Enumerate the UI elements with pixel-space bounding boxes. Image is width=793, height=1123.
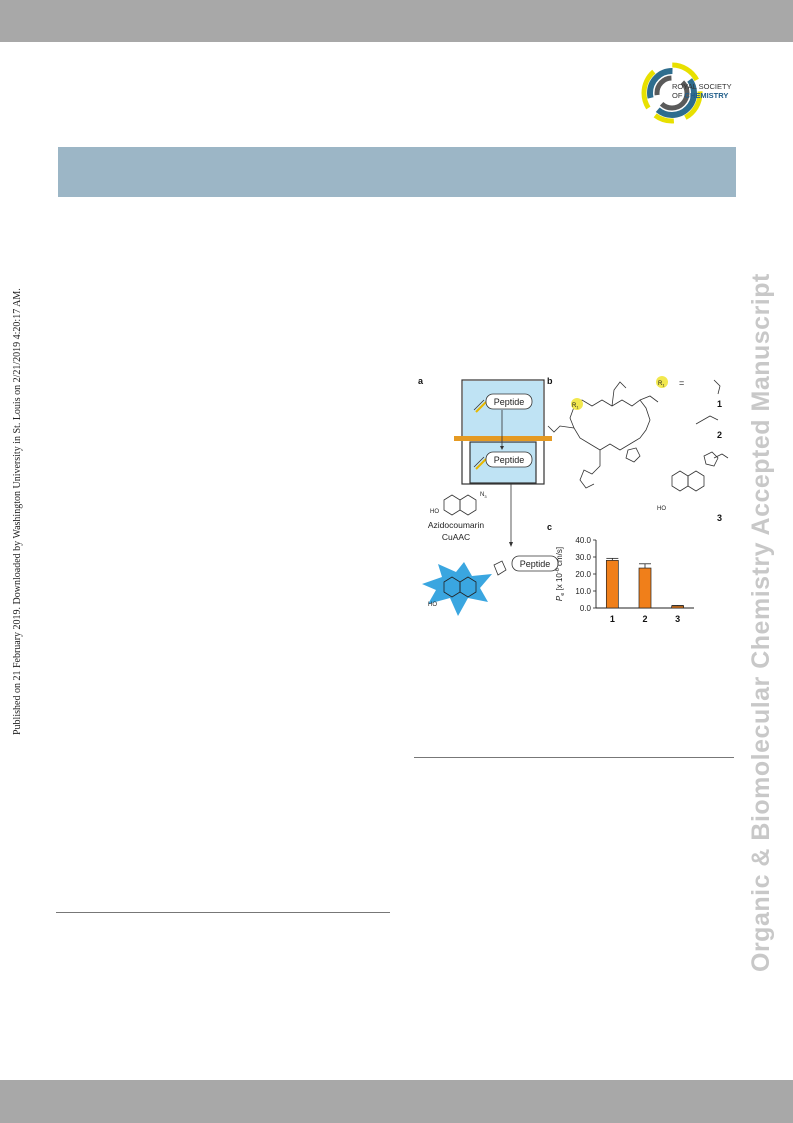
bar-3 <box>671 605 685 609</box>
ho-label-product: HO <box>428 602 437 608</box>
permeability-chart: 0.0 10.0 20.0 30.0 40.0 1 2 3 Pe [x 10-6 cm/s] <box>555 536 694 624</box>
r1-label-legend: R1 <box>658 381 665 388</box>
x-tick-label-1: 1 <box>610 614 615 624</box>
bar-1 <box>605 560 619 609</box>
logo-wordmark: ROYAL SOCIETY OF CHEMISTRY <box>672 82 732 100</box>
compound-label-1: 1 <box>717 399 722 409</box>
y-tick-label: 0.0 <box>580 604 592 613</box>
azide-label: N3 <box>480 492 487 499</box>
y-tick-label: 20.0 <box>575 570 591 579</box>
bar-2 <box>638 567 652 609</box>
peptide-label-bottom: Peptide <box>494 455 525 465</box>
y-tick-label: 30.0 <box>575 553 591 562</box>
azidocoumarin-label: Azidocoumarin <box>428 520 484 530</box>
header-band <box>0 0 793 42</box>
peptide-bottom: Peptide <box>473 451 533 470</box>
publication-note: Published on 21 February 2019. Downloade… <box>12 288 23 735</box>
rsc-logo <box>641 62 703 124</box>
y-tick-label: 40.0 <box>575 536 591 545</box>
r1-label-structure: R1 <box>572 403 579 410</box>
accepted-manuscript-watermark: Organic & Biomolecular Chemistry Accepte… <box>747 273 775 972</box>
figure: a Peptide Peptide HO N3 Azidocoumarin Cu… <box>418 376 729 624</box>
cuaac-label: CuAAC <box>442 532 470 542</box>
y-axis-label: Pe [x 10-6 cm/s] <box>555 547 566 601</box>
cyclic-peptide-structure <box>547 381 659 489</box>
ho-label-b: HO <box>657 506 666 512</box>
logo-line-1: ROYAL SOCIETY <box>672 82 732 91</box>
footnote-rule-left <box>56 912 390 913</box>
x-tick-label-3: 3 <box>675 614 680 624</box>
footnote-rule-right <box>414 757 734 758</box>
panel-label-b: b <box>547 376 553 386</box>
ho-label-a: HO <box>430 509 439 515</box>
title-bar <box>58 147 736 197</box>
panel-label-c: c <box>547 522 552 532</box>
peptide-label-top: Peptide <box>494 397 525 407</box>
peptide-label-product: Peptide <box>520 559 551 569</box>
peptide-top: Peptide <box>473 393 533 413</box>
fluorescent-product: Peptide <box>422 555 559 616</box>
footer-band <box>0 1080 793 1123</box>
compound-label-3: 3 <box>717 513 722 523</box>
panel-label-a: a <box>418 376 424 386</box>
y-tick-label: 10.0 <box>575 587 591 596</box>
azidocoumarin-structure <box>443 494 477 516</box>
compound-label-2: 2 <box>717 430 722 440</box>
equals-sign: = <box>679 378 684 388</box>
compound-3-structure <box>671 451 729 492</box>
logo-line-2: OF CHEMISTRY <box>672 91 729 100</box>
x-tick-label-2: 2 <box>642 614 647 624</box>
